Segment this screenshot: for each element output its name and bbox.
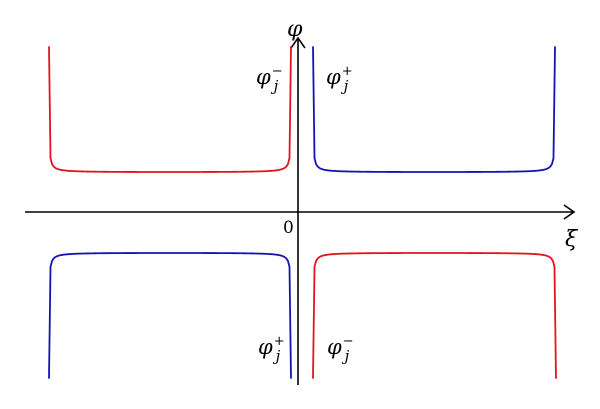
vertical-axis-arrow [290, 36, 306, 49]
origin-label: 0 [283, 218, 294, 238]
curve-right-lower [312, 252, 557, 379]
label-lower-right-sub: j [342, 347, 350, 365]
label-lower-right-sup: − [343, 334, 354, 349]
label-lower-left: φ+j [258, 334, 285, 365]
curve-right-upper [312, 46, 556, 173]
label-lower-left-base: φ [258, 335, 273, 359]
horizontal-axis-label: ξ [565, 227, 579, 252]
label-lower-right-base: φ [327, 335, 342, 359]
label-upper-right-sup: + [342, 64, 353, 79]
label-upper-left-sup: − [272, 64, 283, 79]
label-lower-left-sub: j [273, 347, 281, 365]
label-lower-right: φ−j [327, 334, 354, 365]
label-upper-left: φ−j [256, 64, 283, 95]
horizontal-axis-arrow [563, 204, 576, 220]
label-upper-right-sub: j [341, 77, 349, 95]
vertical-axis-label: φ [287, 17, 303, 42]
label-upper-left-sub: j [271, 77, 279, 95]
curve-left-upper [48, 46, 292, 173]
curve-left-lower [48, 252, 292, 379]
label-upper-right: φ+j [326, 64, 353, 95]
label-upper-left-base: φ [256, 65, 271, 89]
label-upper-right-base: φ [326, 65, 341, 89]
label-lower-left-sup: + [274, 334, 285, 349]
